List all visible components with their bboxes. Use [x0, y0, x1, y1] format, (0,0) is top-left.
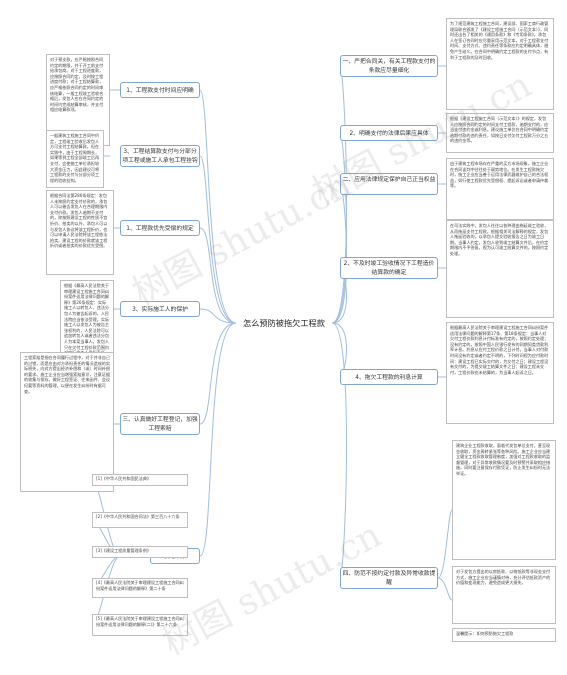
ref-item-3: [3]《建设工程质量管理条例》: [92, 546, 188, 558]
ref-item-1: [1]《中华人民共和国民法典》: [92, 474, 188, 486]
branch-right-2[interactable]: 2、明确支付的法律后果应具体: [340, 125, 438, 141]
ref-item-4: [4]《最高人民法院关于审理建设工程施工合同纠纷案件适用法律问题的解释》第二十条: [92, 578, 188, 598]
note-right-6: 建筑企业工程款收取，面临代发包单位支付，甚至现金收取，资金周转紧张等各种风险。施…: [452, 440, 556, 560]
note-right-6c: 温馨提示：如何预防拖欠工程款: [452, 628, 556, 642]
link-right-6: [331, 322, 348, 579]
note-right-6b: 对于发包方提出的以房抵款、以物抵款等非现金支付方式，施工企业应当谨慎对待，充分评…: [452, 566, 556, 624]
branch-left-5[interactable]: 三、认真做好工程登记，加强工程索赔: [120, 413, 200, 435]
ref-item-5: [5]《最高人民法院关于审理建设工程施工合同纠纷案件适用法律问题的解释(二)》第…: [92, 614, 188, 636]
note-left-5: 工程索赔是指在合同履行过程中，对于并非自己的过错，而是应由对方承担责任的情况造成…: [20, 352, 114, 492]
ref-item-2: [2]《中华人民共和国合同法》第三百八十六条: [92, 512, 188, 528]
note-right-1: 为了规范建筑工程施工合同，建设部、国家工商行政管理局联合颁发了《建设工程施工合同…: [446, 18, 554, 110]
branch-left-3[interactable]: 1、工程款优先受偿的规定: [120, 220, 200, 236]
link-right-3: [331, 183, 347, 324]
branch-right-6[interactable]: 四、防范不按约定付款及异常收款提醒: [340, 567, 438, 589]
branch-right-3[interactable]: 二、应用法律规定保护自己正当权益: [340, 173, 438, 195]
link-left-6: [199, 322, 237, 557]
note-right-2: 根据《建设工程施工合同（示范文本）》的规定，发包人应按照合同约定的时间支付工程款…: [446, 113, 554, 153]
note-left-2: 一般建筑工程施工合同中约定，工程竣工验收后发包人方可支付工程结算款。但在实践中，…: [46, 130, 104, 188]
link-left-4: [199, 308, 237, 324]
note-right-3: 由于建筑工程市场存在严重的买方市场现象，施工企业在合同谈判中往往处于弱势地位。在…: [446, 158, 554, 220]
link-left-3: [199, 227, 237, 324]
branch-right-4[interactable]: 2、不及时竣工验收情况下工程造价结算款的确定: [340, 257, 438, 279]
branch-right-1[interactable]: 一、严把合同关，有关工程款支付的条款应尽量细化: [340, 55, 438, 77]
branch-left-4[interactable]: 3、实际施工人的保护: [120, 301, 200, 317]
link-left-5: [199, 322, 237, 425]
branch-left-2[interactable]: 3、工程结算款支付与分部分项工程或施工人承包工程挂钩: [120, 145, 200, 167]
link-right-2: [331, 132, 348, 324]
center-topic[interactable]: 怎么预防被拖欠工程款: [236, 313, 332, 333]
note-left-4: 根据《最高人民法院关于审理建设工程施工合同纠纷案件适用法律问题的解释》第26条规…: [60, 280, 114, 360]
note-left-3: 根据合同法第286条规定：发包人未按照约定支付价款的，承包人可以催告发包人在合理…: [46, 190, 114, 275]
branch-left-1[interactable]: 1、工程款支付时间应明确: [120, 82, 200, 98]
note-right-4: 在司法实践中，发包人往往以各种理由拖延竣工验收，从而拖延支付工程款。根据相关司法…: [446, 220, 554, 318]
note-right-5: 根据最高人民法院关于审理建设工程施工合同纠纷案件适用法律问题的解释第17条、第1…: [446, 322, 554, 424]
link-left-1: [199, 89, 237, 324]
branch-right-5[interactable]: 4、拖欠工程款的利息计算: [340, 369, 438, 385]
link-left-2: [199, 155, 237, 324]
